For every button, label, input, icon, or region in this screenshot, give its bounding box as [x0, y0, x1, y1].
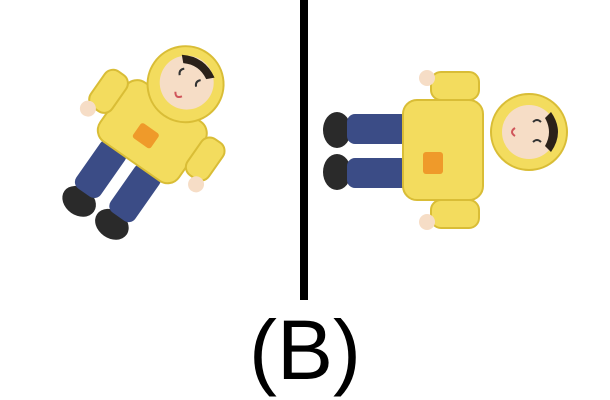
divider-bar [300, 0, 308, 300]
toy-figure-right [320, 60, 590, 240]
toy-figure-left [20, 20, 280, 250]
caption-label: (B) [249, 303, 361, 397]
